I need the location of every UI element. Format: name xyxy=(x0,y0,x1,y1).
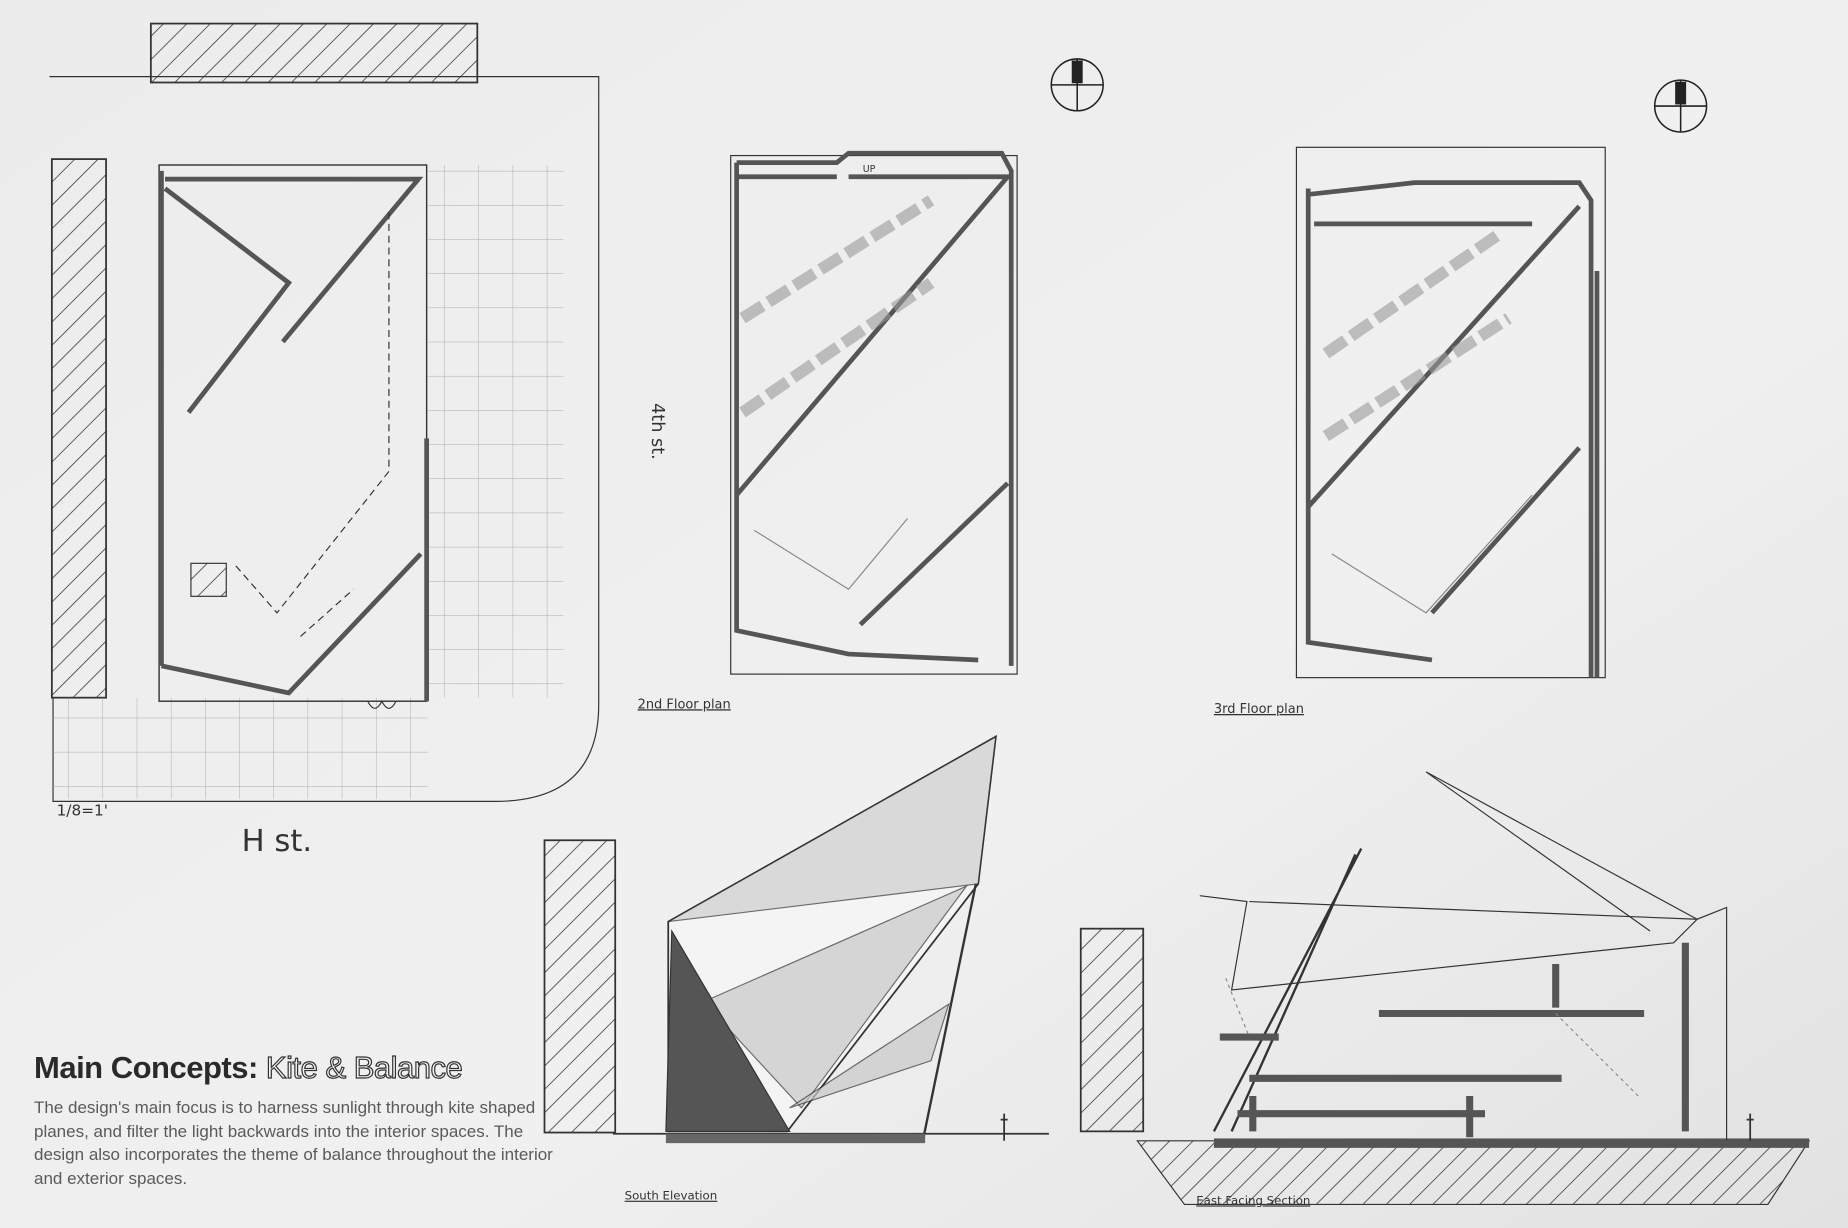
concepts-title: Main Concepts: xyxy=(34,1050,258,1085)
second-floor-label: 2nd Floor plan xyxy=(638,697,731,712)
site-plan: 1/8=1' H st. xyxy=(49,22,600,859)
concepts-heading: Main Concepts: Kite & Balance xyxy=(34,1049,574,1086)
north-arrow-icon xyxy=(1050,58,1104,112)
h-street-label: H st. xyxy=(242,824,312,859)
second-floor-plan: UP 4th st. 2nd Floor plan xyxy=(638,150,1018,712)
concepts-block: Main Concepts: Kite & Balance The design… xyxy=(34,1049,574,1190)
up-label: UP xyxy=(863,164,876,175)
concepts-body: The design's main focus is to harness su… xyxy=(34,1098,553,1188)
adjacent-building-west xyxy=(50,158,107,699)
east-facing-section: East Facing Section xyxy=(1079,771,1811,1207)
north-arrow-icon xyxy=(1653,79,1708,133)
scale-label: 1/8=1' xyxy=(57,802,108,820)
south-elevation: South Elevation xyxy=(543,734,1049,1203)
south-elevation-label: South Elevation xyxy=(625,1189,718,1203)
fourth-street-label: 4th st. xyxy=(647,403,667,460)
east-section-label: East Facing Section xyxy=(1196,1193,1310,1207)
third-floor-plan: 3rd Floor plan xyxy=(1214,146,1606,717)
adjacent-building-north xyxy=(149,22,479,84)
concepts-subtitle: Kite & Balance xyxy=(265,1049,463,1085)
third-floor-label: 3rd Floor plan xyxy=(1214,702,1304,717)
